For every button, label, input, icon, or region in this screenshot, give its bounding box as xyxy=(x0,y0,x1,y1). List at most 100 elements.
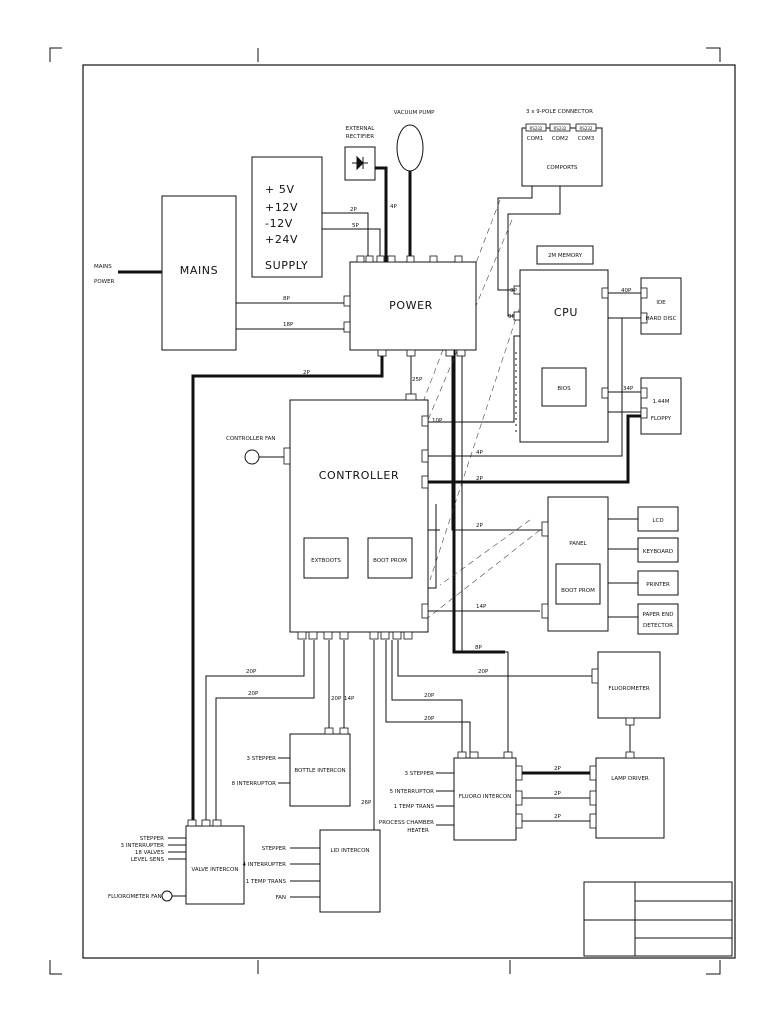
printer-label: PRINTER xyxy=(646,582,670,588)
wire-label: 2P xyxy=(554,791,561,797)
cpu-title: CPU xyxy=(554,306,578,319)
fluoro-intercon-input-1: 3 STEPPER xyxy=(404,771,434,777)
wire-label: 20P xyxy=(424,716,435,722)
supply-12v: +12V xyxy=(265,201,298,214)
comports-label: COMPORTS xyxy=(547,165,578,171)
wire-label: 2P xyxy=(303,370,310,376)
panel-block: PANEL BOOT PROM xyxy=(541,496,609,632)
vacuum-pump-label: VACUUM PUMP xyxy=(394,110,436,116)
comport-3-label: COM3 xyxy=(578,136,595,142)
valve-intercon-title: VALVE INTERCON xyxy=(191,867,238,873)
valve-intercon-input-3: 18 VALVES xyxy=(135,850,165,856)
floppy-drive: 1.44M FLOPPY xyxy=(640,377,682,435)
wire-label: 8P xyxy=(283,296,290,302)
wire-label: 2P xyxy=(554,814,561,820)
wire-label: 4P xyxy=(476,450,483,456)
paper-end-label-2: DETECTOR xyxy=(643,623,673,629)
cpu-bios: BIOS xyxy=(557,386,571,392)
peripherals: LCD KEYBOARD PRINTER PAPER END DETECTOR xyxy=(637,506,679,635)
paper-end-label: PAPER END xyxy=(643,612,674,618)
comports-header: 3 x 9-POLE CONNECTOR xyxy=(526,109,593,115)
valve-intercon-input-4: LEVEL SENS xyxy=(131,857,165,863)
vacuum-pump: VACUUM PUMP xyxy=(394,110,436,172)
mains-title: MAINS xyxy=(180,264,218,277)
fluoro-intercon-input-2: 5 INTERRUPTOR xyxy=(390,789,434,795)
wire-label: 26P xyxy=(361,800,372,806)
wire-label: 2P xyxy=(554,766,561,772)
wire-label: 2P xyxy=(476,476,483,482)
drawing-frame xyxy=(82,64,736,959)
fluoro-intercon-block: FLUORO INTERCON 3 STEPPER 5 INTERRUPTOR … xyxy=(379,751,523,841)
comport-1-label: COM1 xyxy=(527,136,543,142)
comport-1-type: RS232 xyxy=(530,126,543,131)
wire-label: 14P xyxy=(476,604,487,610)
lid-intercon-input-3: 1 TEMP TRANS xyxy=(246,879,287,885)
fluorometer-title: FLUOROMETER xyxy=(608,686,650,692)
fluoro-intercon-input-4: PROCESS CHAMBER xyxy=(379,820,434,826)
supply-label: SUPPLY xyxy=(265,259,308,272)
fluoro-intercon-title: FLUORO INTERCON xyxy=(459,794,512,800)
rectifier-label: EXTERNAL xyxy=(346,126,376,132)
fluorometer-block: FLUOROMETER xyxy=(591,651,661,726)
wire-labels: 2P 5P 4P 8P 18P 2P 25P 9P 9P 40P 34P 10P… xyxy=(246,204,634,820)
wire-label: 18P xyxy=(283,322,294,328)
supply-5v: + 5V xyxy=(265,183,295,196)
comport-2-label: COM2 xyxy=(552,136,568,142)
power-title: POWER xyxy=(389,299,433,312)
lcd-label: LCD xyxy=(652,518,663,524)
supply-24v: +24V xyxy=(265,233,298,246)
bottle-intercon-input-2: 8 INTERRUPTOR xyxy=(232,781,276,787)
bottle-intercon-input-1: 3 STEPPER xyxy=(246,756,276,762)
wire-label: 40P xyxy=(621,288,632,294)
bottle-intercon-block: BOTTLE INTERCON 3 STEPPER 8 INTERRUPTOR xyxy=(232,727,351,807)
fluoro-intercon-input-5: HEATER xyxy=(407,828,429,834)
supply-block: + 5V +12V -12V +24V SUPPLY xyxy=(251,156,323,278)
external-rectifier: EXTERNAL RECTIFIER xyxy=(344,126,376,181)
wire-label: 20P xyxy=(424,693,435,699)
wire-label: 5P xyxy=(352,223,359,229)
cpu-block: 2M MEMORY CPU BIOS xyxy=(513,245,609,443)
ide-label-2: HARD DISC xyxy=(646,316,677,322)
panel-boot-prom: BOOT PROM xyxy=(561,588,595,594)
lid-intercon-input-4: FAN xyxy=(275,895,286,901)
lamp-driver-block: LAMP DRIVER xyxy=(589,751,665,839)
controller-fan-label: CONTROLLER FAN xyxy=(226,436,276,442)
panel-title: PANEL xyxy=(569,541,587,547)
controller-chip-1: EXTBOOTS xyxy=(311,558,341,564)
wire-label: 14P xyxy=(344,696,355,702)
mains-input-label: MAINS xyxy=(94,264,112,270)
crop-marks xyxy=(49,47,721,975)
power-block: POWER xyxy=(343,255,477,357)
wire-label: 10P xyxy=(432,418,443,424)
wire-label: 20P xyxy=(246,669,257,675)
floppy-label: 1.44M xyxy=(653,399,670,405)
lid-intercon-input-2: 4 INTERRUPTER xyxy=(243,862,287,868)
ide-label: IDE xyxy=(656,300,666,306)
bottle-intercon-title: BOTTLE INTERCON xyxy=(294,768,345,774)
comports-block: 3 x 9-POLE CONNECTOR RS232 RS232 RS232 C… xyxy=(521,109,603,187)
wires xyxy=(118,166,641,897)
floppy-label-2: FLOPPY xyxy=(651,416,672,422)
mains-input-label-2: POWER xyxy=(94,279,115,285)
comport-3-type: RS232 xyxy=(580,126,593,131)
wire-label: 4P xyxy=(390,204,397,210)
fluorometer-fan-label: FLUOROMETER FAN xyxy=(108,894,162,900)
valve-intercon-input-2: 3 INTERRUPTER xyxy=(121,843,165,849)
lid-intercon-title: LID INTERCON xyxy=(330,848,369,854)
comport-2-type: RS232 xyxy=(554,126,567,131)
wire-label: 25P xyxy=(412,377,423,383)
wire-label: 20P xyxy=(331,696,342,702)
wire-label: 2P xyxy=(350,207,357,213)
fluoro-intercon-input-3: 1 TEMP TRANS xyxy=(394,804,435,810)
controller-title: CONTROLLER xyxy=(319,469,399,482)
keyboard-label: KEYBOARD xyxy=(643,549,673,555)
mains-block: MAINS MAINS POWER xyxy=(94,195,237,351)
fluorometer-fan-icon xyxy=(161,890,173,902)
wire-label: 20P xyxy=(248,691,259,697)
input-leads xyxy=(168,757,454,898)
supply-minus-12v: -12V xyxy=(265,217,293,230)
lid-intercon-input-1: STEPPER xyxy=(262,846,286,852)
wire-label: 34P xyxy=(623,386,634,392)
controller-fan: CONTROLLER FAN xyxy=(226,436,276,465)
